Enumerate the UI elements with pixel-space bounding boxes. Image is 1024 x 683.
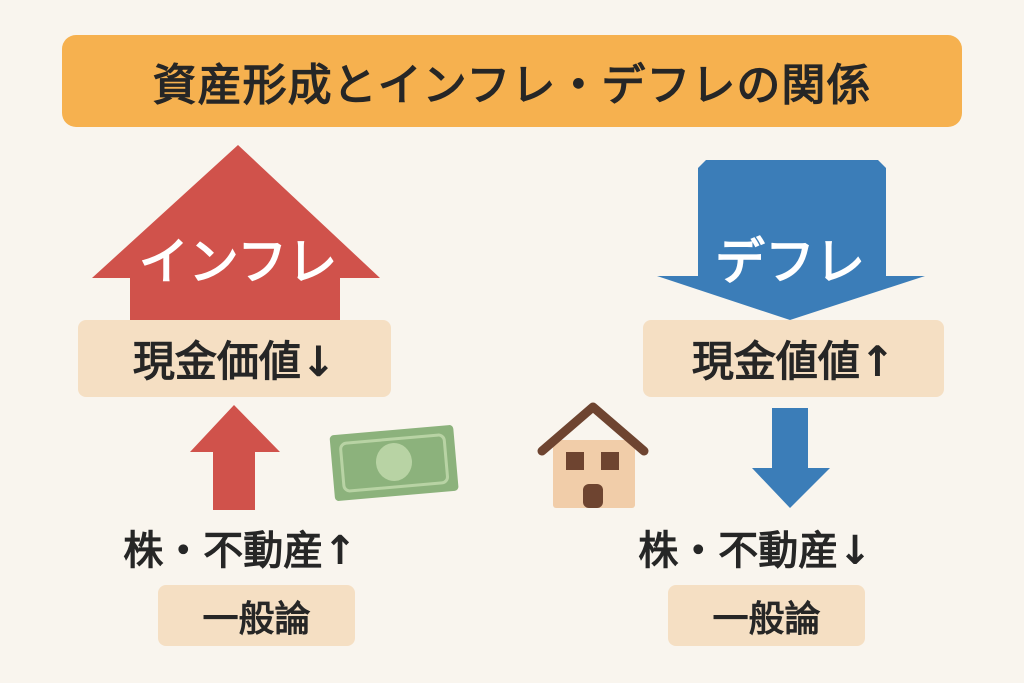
banknote-icon — [329, 425, 459, 501]
inflation-general-note: 一般論 — [158, 585, 355, 646]
deflation-cash-value-box: 現金値値↑ — [643, 320, 944, 397]
inflation-arrow-label: インフレ — [138, 233, 338, 291]
inflation-small-up-arrow — [190, 405, 280, 510]
house-icon — [537, 402, 649, 508]
inflation-cash-value-box: 現金価値↓ — [78, 320, 391, 397]
inflation-assets-label: 株・不動産↑ — [123, 528, 357, 574]
deflation-arrow-label: デフレ — [715, 233, 865, 291]
page-title: 資産形成とインフレ・デフレの関係 — [62, 35, 962, 127]
deflation-assets-label: 株・不動産↓ — [638, 528, 872, 574]
inflation-big-up-arrow — [92, 145, 380, 322]
deflation-big-down-arrow — [657, 160, 925, 320]
deflation-general-note: 一般論 — [668, 585, 865, 646]
deflation-small-down-arrow — [752, 408, 830, 508]
